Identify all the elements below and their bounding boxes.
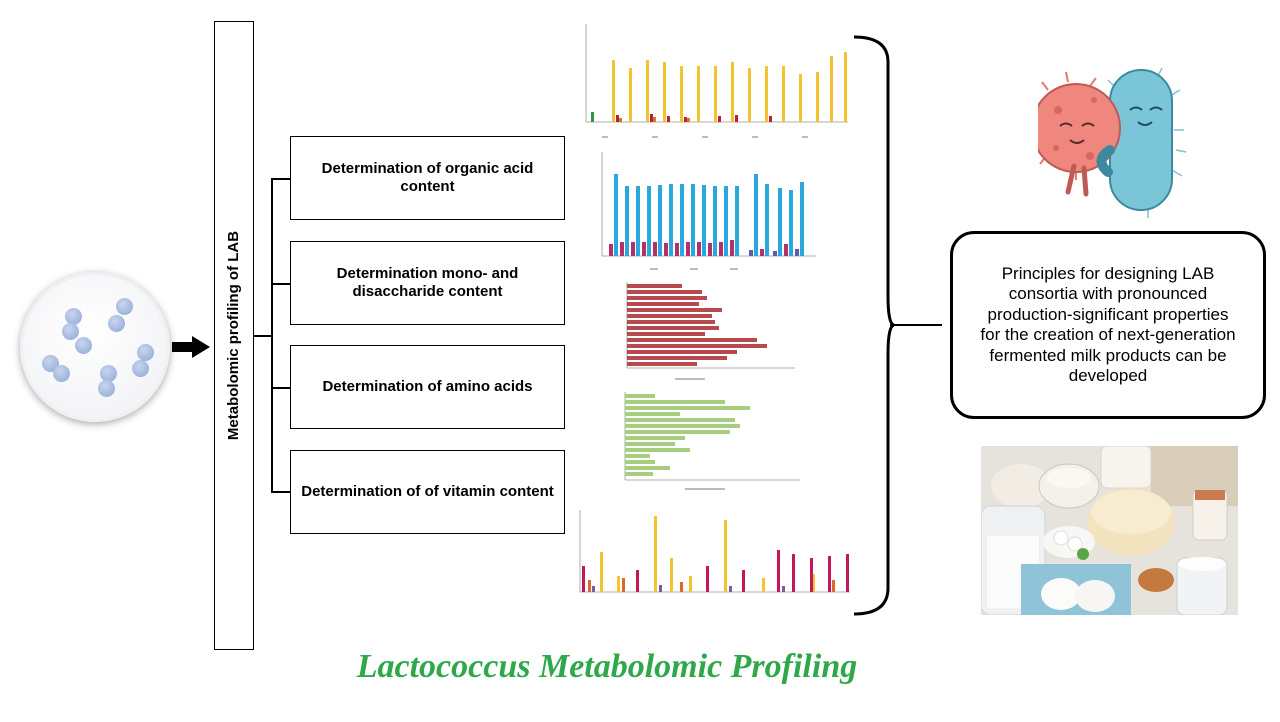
step-organic-acid: Determination of organic acid content bbox=[290, 136, 565, 220]
result-box: Principles for designing LAB consortia w… bbox=[950, 231, 1266, 419]
colony-icon bbox=[75, 337, 92, 354]
amino-acid-red-thumbnail bbox=[605, 280, 800, 384]
step-vitamin: Determination of of vitamin content bbox=[290, 450, 565, 534]
colony-icon bbox=[116, 298, 133, 315]
saccharide-thumbnail-graphic bbox=[601, 152, 816, 270]
petri-dish-icon bbox=[20, 272, 170, 422]
saccharide-thumbnail bbox=[590, 148, 820, 278]
footer-title: Lactococcus Metabolomic Profiling bbox=[356, 648, 858, 685]
colony-icon bbox=[65, 308, 82, 325]
step-label: Determination of of vitamin content bbox=[301, 483, 554, 500]
bacteria-hug-icon bbox=[1038, 67, 1187, 218]
connector-line bbox=[271, 178, 273, 492]
colony-icon bbox=[137, 344, 154, 361]
dairy-products-graphic bbox=[981, 446, 1238, 615]
curly-brace-icon bbox=[853, 35, 895, 616]
arrow-right-icon bbox=[172, 336, 210, 358]
colony-icon bbox=[62, 323, 79, 340]
organic-acid-thumbnail-graphic bbox=[585, 24, 848, 138]
result-text: Principles for designing LAB consortia w… bbox=[980, 263, 1236, 386]
dairy-products-photo bbox=[981, 446, 1238, 615]
amino-acid-red-thumbnail-graphic bbox=[626, 282, 795, 380]
amino-acid-green-thumbnail-graphic bbox=[624, 392, 800, 490]
connector-line bbox=[271, 283, 290, 285]
step-amino-acids: Determination of amino acids bbox=[290, 345, 565, 429]
organic-acid-thumbnail bbox=[572, 18, 852, 146]
connector-line bbox=[271, 387, 290, 389]
step-label: Determination of organic acid content bbox=[321, 160, 534, 195]
connector-line bbox=[271, 178, 290, 180]
vertical-label: Metabolomic profiling of LAB bbox=[225, 230, 243, 441]
brace-connector-line bbox=[890, 324, 942, 326]
step-saccharide: Determination mono- and disaccharide con… bbox=[290, 241, 565, 325]
colony-icon bbox=[108, 315, 125, 332]
vitamin-thumbnail bbox=[572, 506, 852, 606]
colony-icon bbox=[53, 365, 70, 382]
metabolomic-profiling-box bbox=[214, 21, 254, 650]
step-label: Determination mono- and disaccharide con… bbox=[336, 265, 519, 300]
connector-line bbox=[254, 335, 272, 337]
colony-icon bbox=[98, 380, 115, 397]
colony-icon bbox=[100, 365, 117, 382]
vitamin-thumbnail-graphic bbox=[579, 510, 850, 593]
connector-line bbox=[271, 491, 290, 493]
colony-icon bbox=[132, 360, 149, 377]
amino-acid-green-thumbnail bbox=[605, 388, 805, 496]
step-label: Determination of amino acids bbox=[322, 378, 533, 395]
